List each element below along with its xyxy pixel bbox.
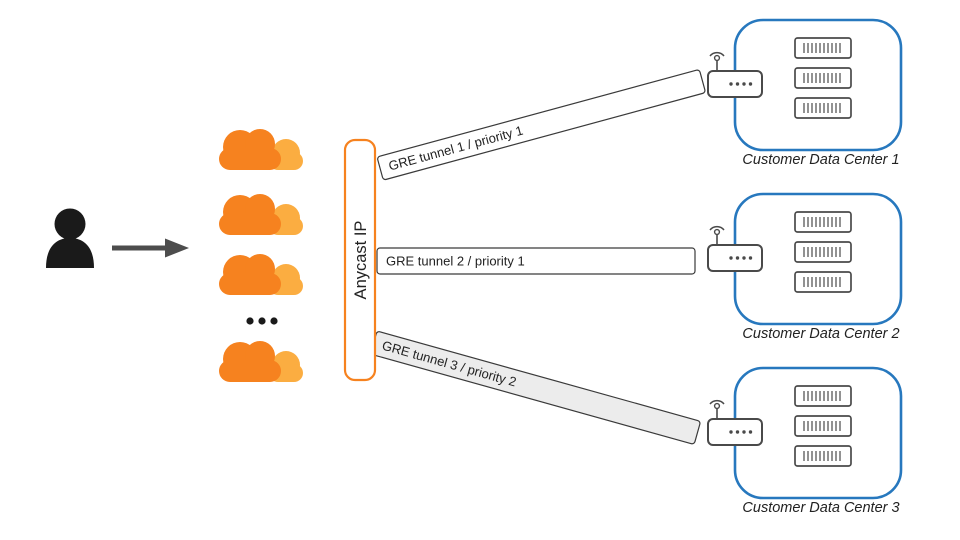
- datacenter-3: Customer Data Center 3: [707, 366, 903, 516]
- server-icon: [794, 241, 852, 263]
- ellipsis-icon: [246, 317, 278, 325]
- tunnel-band: [377, 69, 706, 181]
- tunnel-label: GRE tunnel 3 / priority 2: [380, 338, 518, 390]
- tunnel-label: GRE tunnel 2 / priority 1: [386, 254, 525, 269]
- anycast-ip-box: Anycast IP: [343, 138, 377, 382]
- cloudflare-cloud-icon: [219, 341, 303, 382]
- cloudflare-cloud-icon: [219, 194, 303, 235]
- server-icon: [794, 445, 852, 467]
- cloudflare-cloud-icon: [219, 129, 303, 170]
- server-icon: [794, 37, 852, 59]
- anycast-ip-label: Anycast IP: [352, 221, 370, 300]
- datacenter-label: Customer Data Center 3: [742, 500, 899, 516]
- user-silhouette-icon: [46, 208, 94, 268]
- gre-tunnel-3: GRE tunnel 3 / priority 2: [370, 331, 701, 445]
- gre-tunnel-1: GRE tunnel 1 / priority 1: [377, 69, 706, 181]
- server-icon: [794, 211, 852, 233]
- gre-tunnel-2: GRE tunnel 2 / priority 1: [376, 247, 696, 275]
- server-icon: [794, 271, 852, 293]
- server-icon: [794, 97, 852, 119]
- tunnel-band: [376, 247, 696, 275]
- tunnel-label: GRE tunnel 1 / priority 1: [387, 123, 525, 174]
- datacenter-label: Customer Data Center 2: [742, 326, 899, 342]
- right-arrow-icon: [112, 238, 189, 258]
- datacenter-2: Customer Data Center 2: [707, 192, 903, 342]
- cloudflare-cloud-icon: [219, 254, 303, 295]
- server-icon: [794, 415, 852, 437]
- server-icon: [794, 67, 852, 89]
- datacenter-1: Customer Data Center 1: [707, 18, 903, 168]
- datacenter-label: Customer Data Center 1: [742, 152, 899, 168]
- server-icon: [794, 385, 852, 407]
